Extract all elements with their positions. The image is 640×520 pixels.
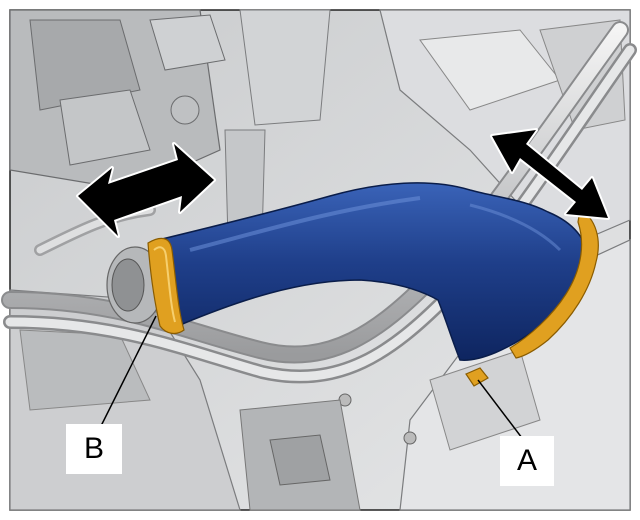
double-headed-arrow-icon — [490, 128, 610, 220]
clip-a — [465, 367, 489, 387]
clamp-right-end — [509, 209, 599, 359]
leader-line-a — [477, 379, 523, 439]
double-headed-arrow-icon — [76, 142, 216, 238]
throttle-body — [106, 246, 164, 324]
leader-line-b — [99, 315, 157, 429]
air-intake-duct — [157, 182, 588, 361]
callout-label-a: A — [500, 436, 554, 486]
callout-label-b: B — [66, 424, 122, 474]
clamp-b — [147, 237, 185, 335]
